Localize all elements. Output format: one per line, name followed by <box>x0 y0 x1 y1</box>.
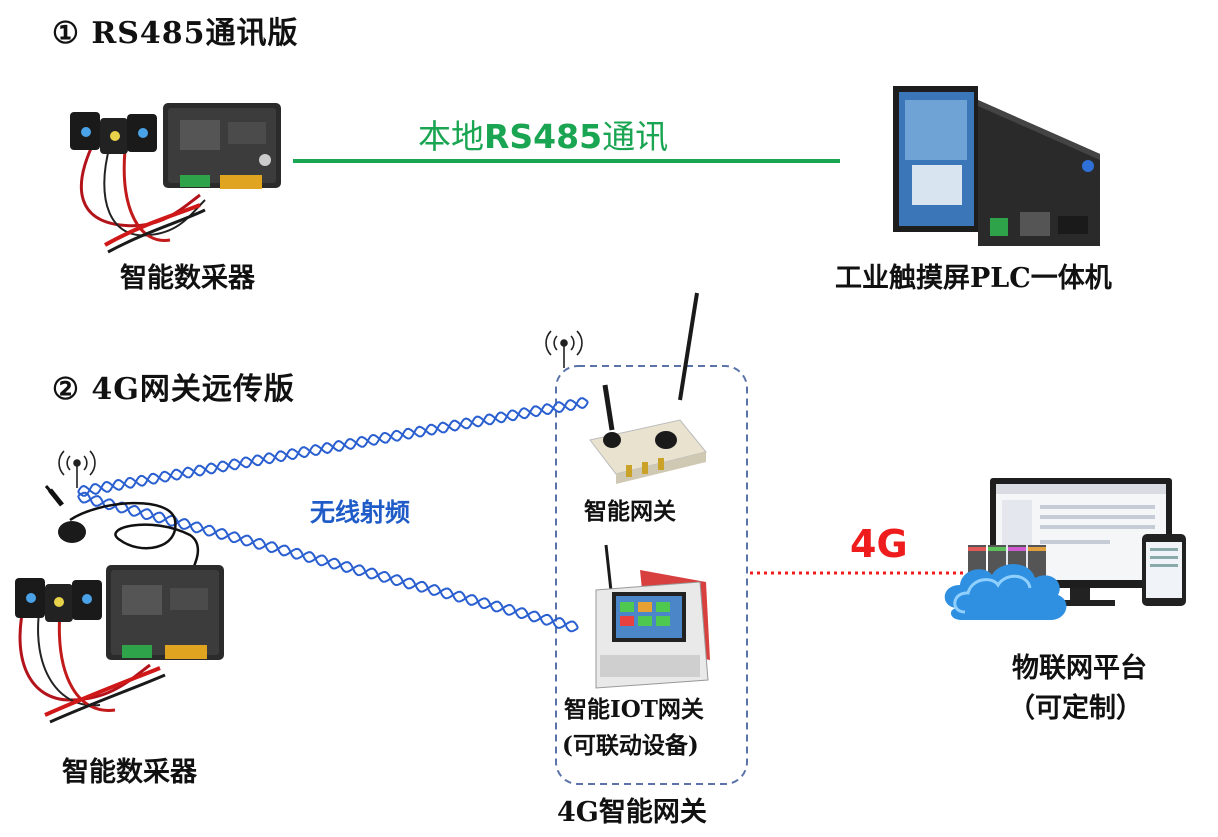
data-collector-1-image <box>70 103 281 254</box>
rs485-link-label: 本地RS485通讯 <box>418 110 668 158</box>
hmi-plc-image <box>893 86 1100 246</box>
section1-collector-label: 智能数采器 <box>120 263 255 294</box>
rs485-link-label-bold: RS485 <box>484 117 603 156</box>
iot-gateway-label: 智能IOT网关 <box>564 696 704 723</box>
wireless-wave-lower <box>77 491 579 633</box>
section2-collector-label: 智能数采器 <box>62 757 197 788</box>
smart-gateway-label: 智能网关 <box>584 498 676 525</box>
hmi-plc-label: 工业触摸屏PLC一体机 <box>835 263 1112 294</box>
section2-title: ② 4G网关远传版 <box>52 372 295 407</box>
collector-antenna-image <box>44 485 200 576</box>
iot-platform-sublabel: （可定制） <box>1008 693 1143 724</box>
wireless-label: 无线射频 <box>310 498 411 527</box>
rs485-link-label-suffix: 通讯 <box>602 117 669 156</box>
4g-gateway-group-label: 4G智能网关 <box>557 797 707 828</box>
iot-gateway-sublabel: (可联动设备) <box>562 732 699 759</box>
4g-label: 4G <box>850 522 908 566</box>
gateway-group-box <box>555 365 748 785</box>
section1-title: ① RS485通讯版 <box>52 16 299 51</box>
smart-gateway-image <box>589 292 707 484</box>
iot-platform-label: 物联网平台 <box>1012 653 1147 684</box>
wireless-wave-upper <box>77 397 589 497</box>
data-collector-2-image <box>15 565 224 724</box>
rs485-link-label-prefix: 本地 <box>418 117 484 156</box>
collector-antenna-signal-icon <box>58 450 96 488</box>
antenna-signal-icon <box>545 330 583 368</box>
iot-gateway-image <box>595 544 710 689</box>
iot-platform-image <box>944 478 1186 620</box>
